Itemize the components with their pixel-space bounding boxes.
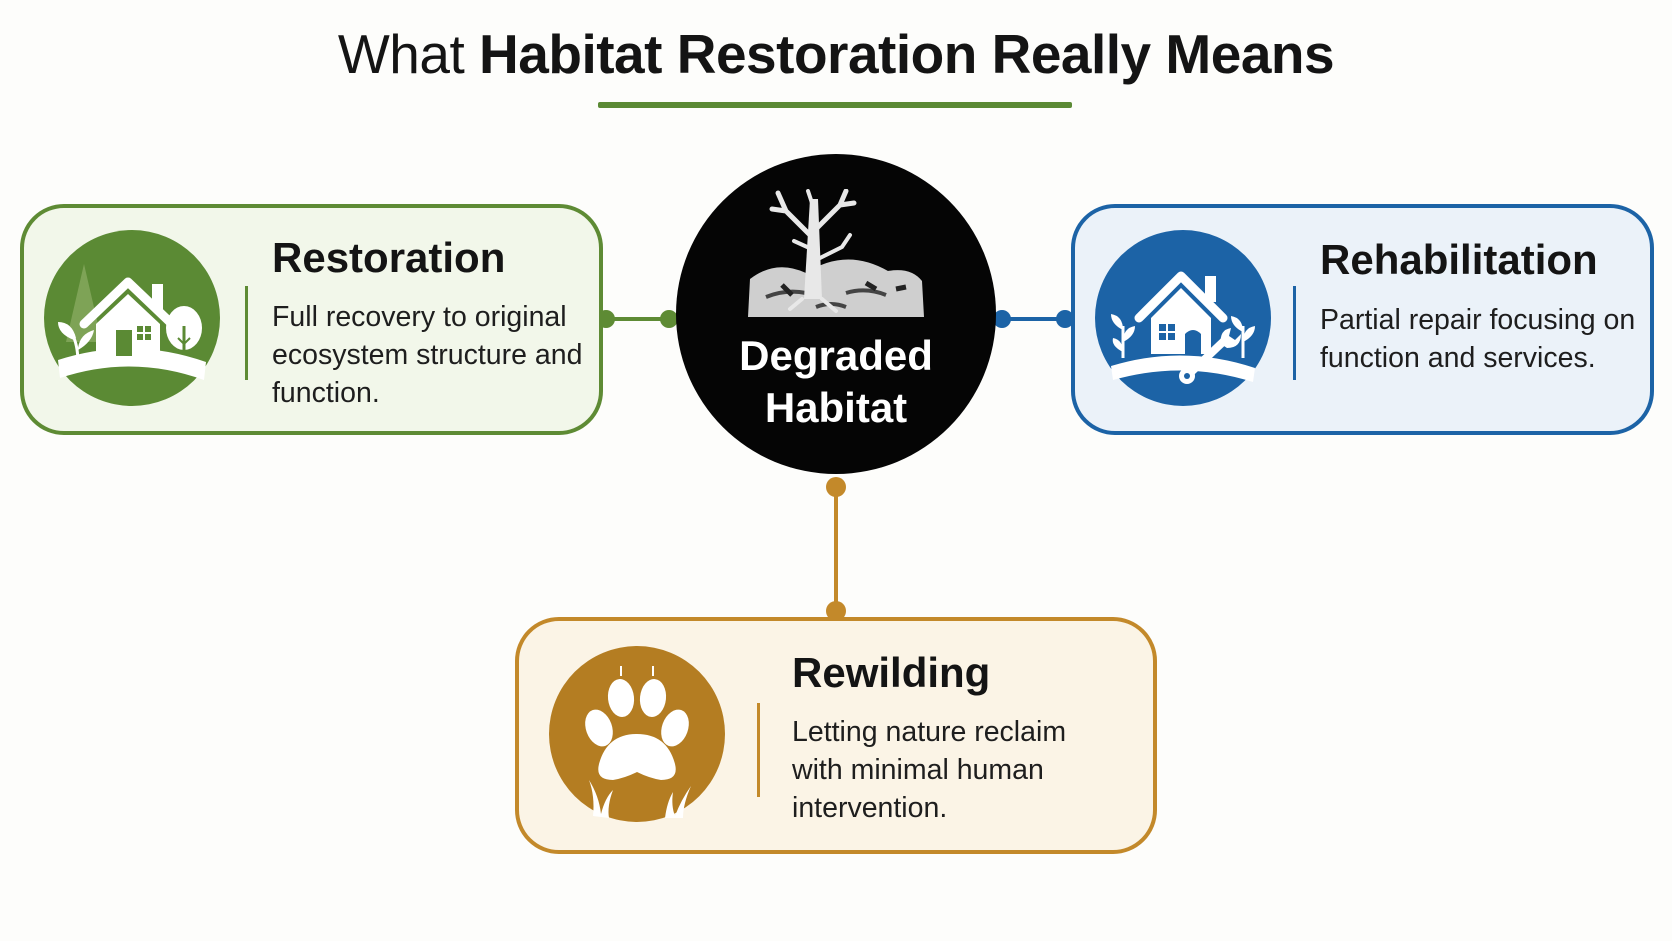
dead-tree-icon <box>748 189 924 317</box>
card-rewilding: Rewilding Letting nature reclaim with mi… <box>515 617 1157 854</box>
house-trees-icon <box>44 230 220 406</box>
title-part-regular: What <box>337 23 480 85</box>
card-title: Restoration <box>272 234 506 281</box>
connector-dot-restoration-inner <box>660 310 678 328</box>
hub-label-line2: Habitat <box>764 384 908 431</box>
connector-dot-rehabilitation-inner <box>993 310 1011 328</box>
card-divider <box>757 703 760 797</box>
title-underline <box>598 102 1072 108</box>
title-part-bold: Habitat Restoration Really Means <box>479 23 1335 85</box>
card-title: Rewilding <box>792 649 991 696</box>
hub-label-line1: Degraded <box>739 332 933 379</box>
connector-dot-rehabilitation-outer <box>1056 310 1074 328</box>
card-description: Full recovery to original ecosystem stru… <box>272 301 583 409</box>
connector-dot-rewilding-bottom <box>826 601 846 621</box>
card-divider <box>245 286 248 380</box>
hub-degraded-habitat: Degraded Habitat <box>676 154 996 474</box>
card-restoration: Restoration Full recovery to original ec… <box>20 204 603 435</box>
card-description: Letting nature reclaim with minimal huma… <box>792 716 1067 824</box>
card-rehabilitation: Rehabilitation Partial repair focusing o… <box>1071 204 1654 435</box>
card-title: Rehabilitation <box>1320 236 1598 283</box>
page-title: What Habitat Restoration Really Means <box>0 22 1672 86</box>
house-wrench-icon <box>1095 230 1271 406</box>
hub-label: Degraded Habitat <box>676 330 996 434</box>
card-divider <box>1293 286 1296 380</box>
paw-print-icon <box>549 646 725 822</box>
connector-dot-rewilding-top <box>826 477 846 497</box>
card-description: Partial repair focusing on function and … <box>1320 304 1636 374</box>
